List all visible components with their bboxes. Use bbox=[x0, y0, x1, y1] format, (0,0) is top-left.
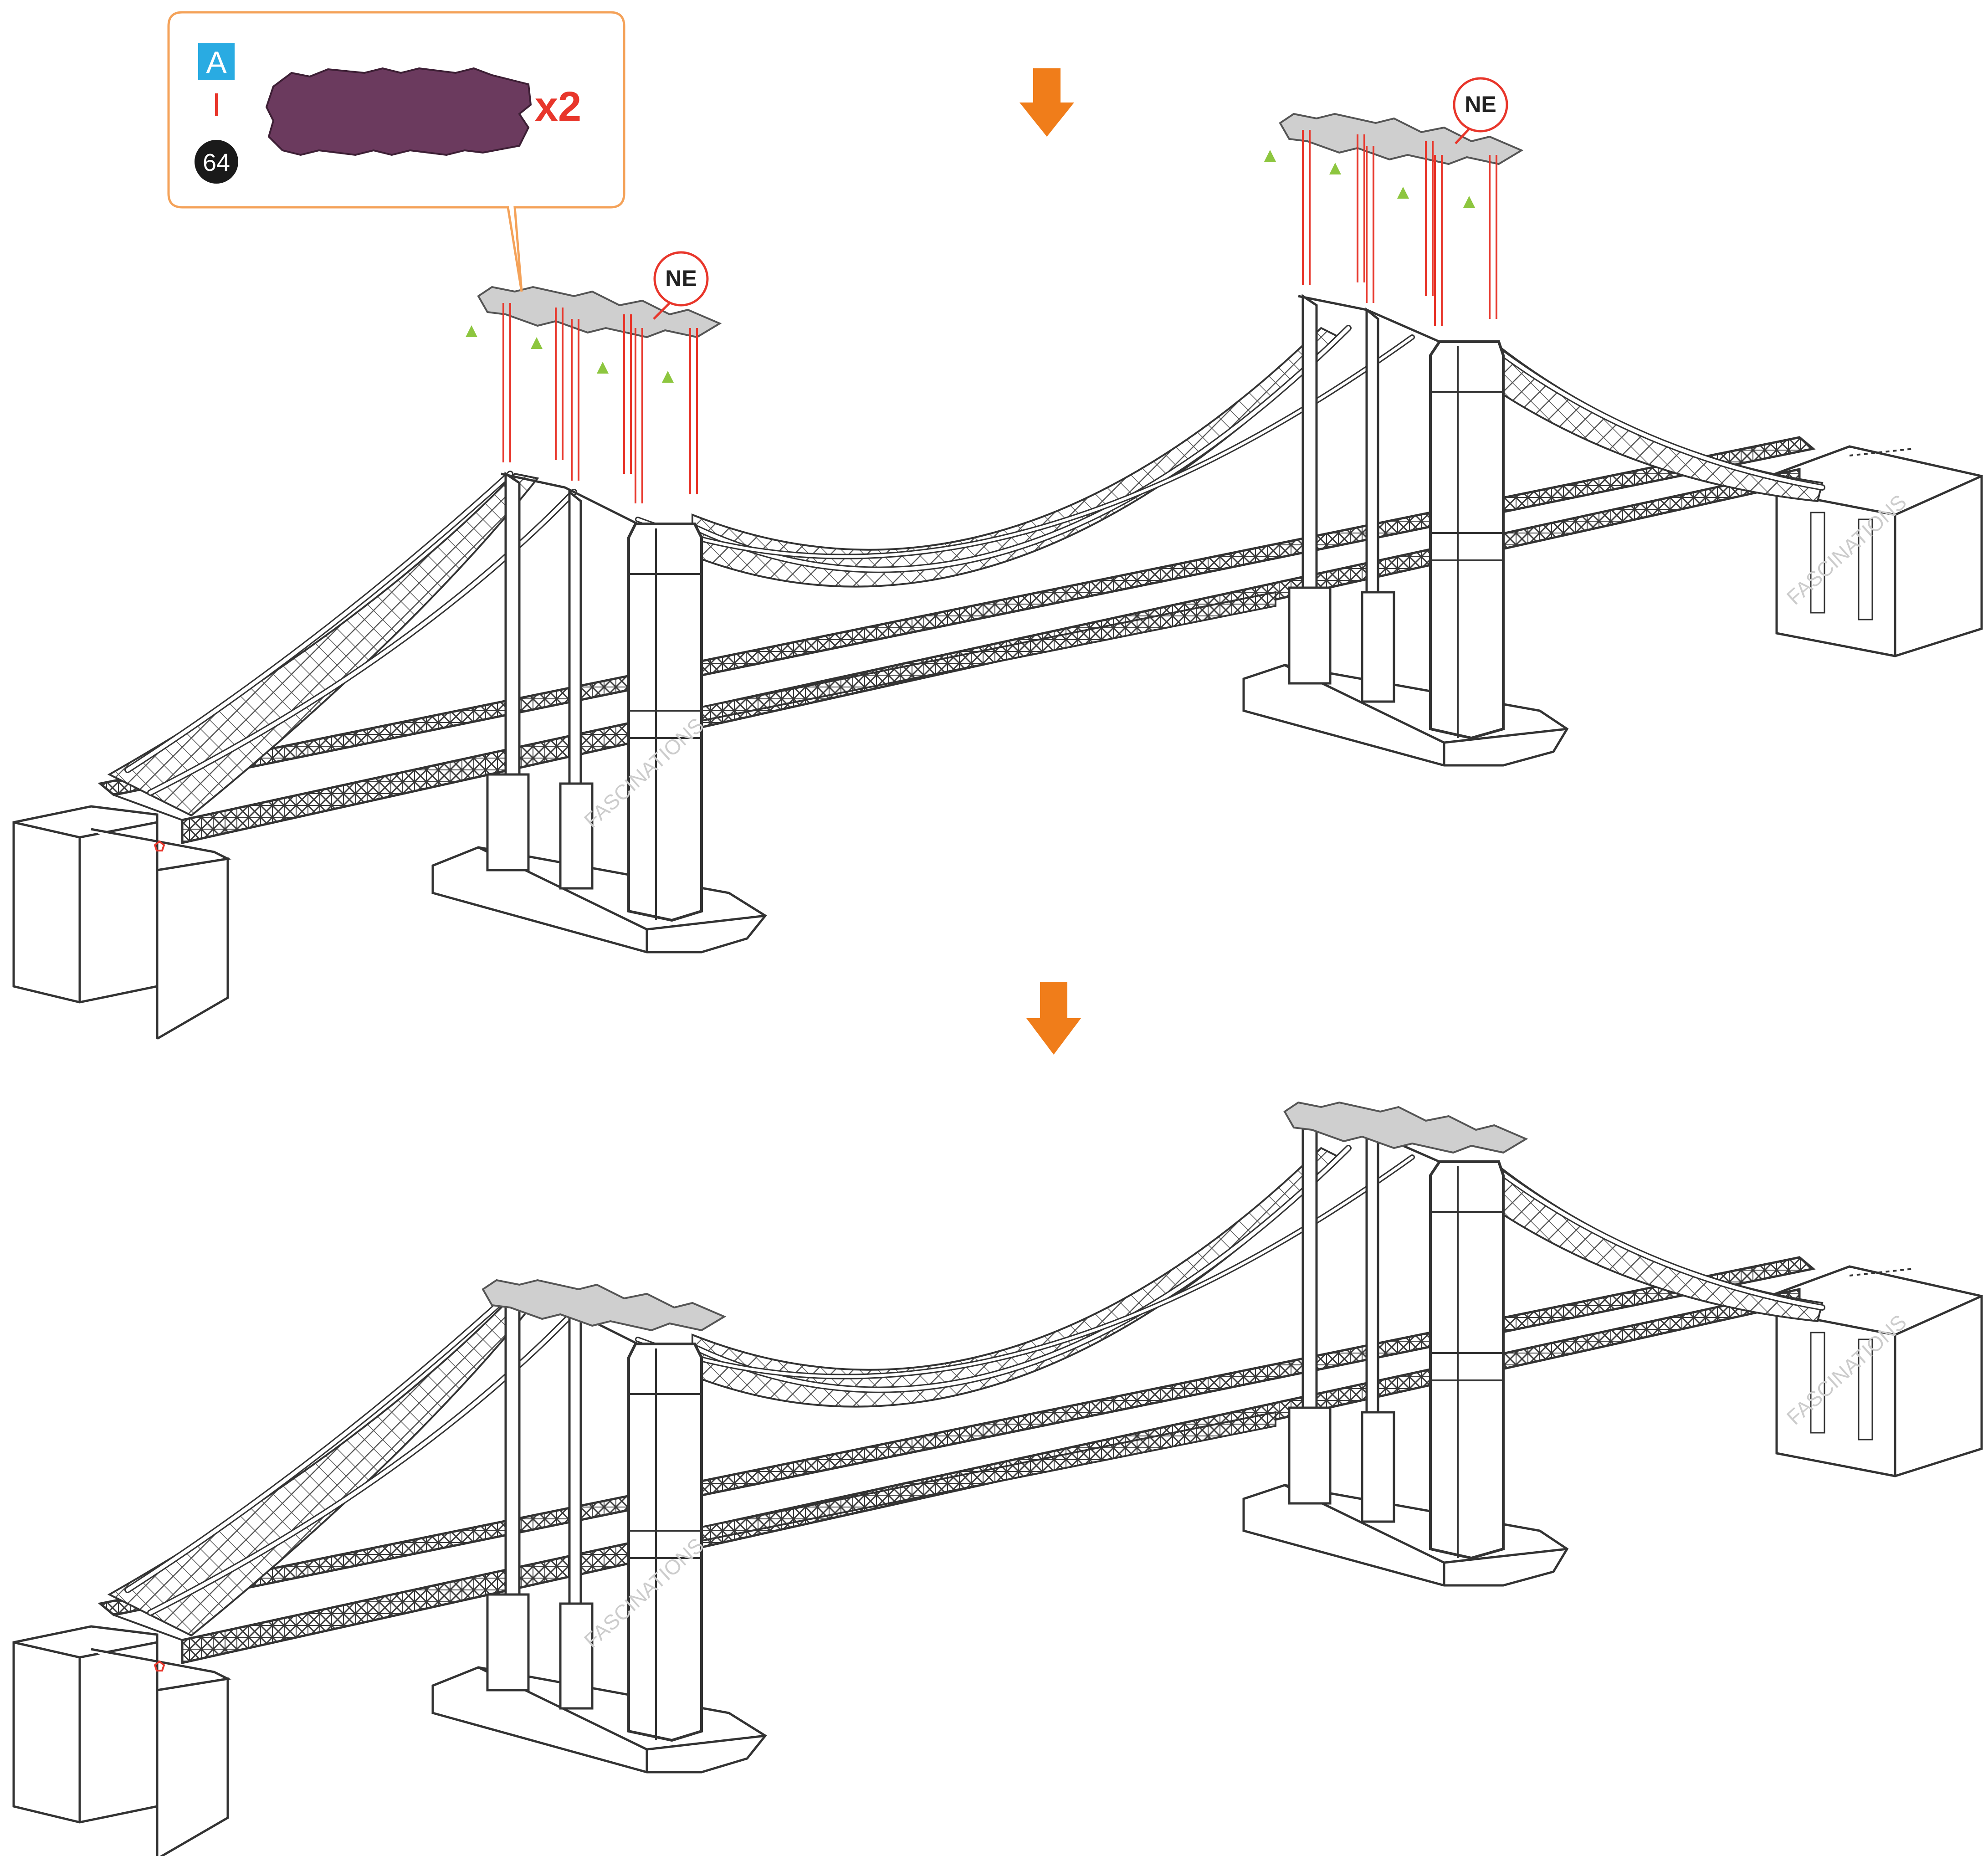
step-arrow-middle bbox=[1026, 982, 1081, 1055]
orientation-tag-right-text: NE bbox=[1465, 92, 1496, 117]
part-64-shape bbox=[265, 67, 532, 156]
parts-callout: A 64 x2 bbox=[167, 11, 625, 292]
right-tower-cap-installed bbox=[1283, 1101, 1528, 1154]
left-tower-cap-installed bbox=[482, 1279, 727, 1332]
right-tower-cap-piece bbox=[1264, 113, 1524, 326]
sheet-letter: A bbox=[206, 45, 227, 80]
sheet-part-separator bbox=[215, 93, 218, 116]
sheet-badge: A bbox=[198, 43, 235, 80]
part-number: 64 bbox=[203, 149, 230, 176]
quantity-label: x2 bbox=[535, 83, 581, 130]
step-arrow-top bbox=[1020, 68, 1074, 137]
alignment-triangles-right bbox=[1264, 150, 1475, 208]
orientation-tag-left: NE bbox=[653, 251, 709, 320]
step-completed-bridge: FASCINATIONS FASCINATIONS bbox=[14, 1101, 1982, 1856]
part-number-badge: 64 bbox=[195, 140, 238, 184]
alignment-triangles-left bbox=[466, 325, 674, 383]
orientation-tag-left-text: NE bbox=[665, 266, 697, 291]
left-tower-cap-piece bbox=[466, 286, 722, 503]
connector-lines-left bbox=[502, 303, 698, 503]
step-install-caps: NE NE A 64 x2 bbox=[14, 11, 1982, 1039]
connector-lines-right bbox=[1302, 130, 1497, 326]
orientation-tag-right: NE bbox=[1453, 77, 1508, 144]
